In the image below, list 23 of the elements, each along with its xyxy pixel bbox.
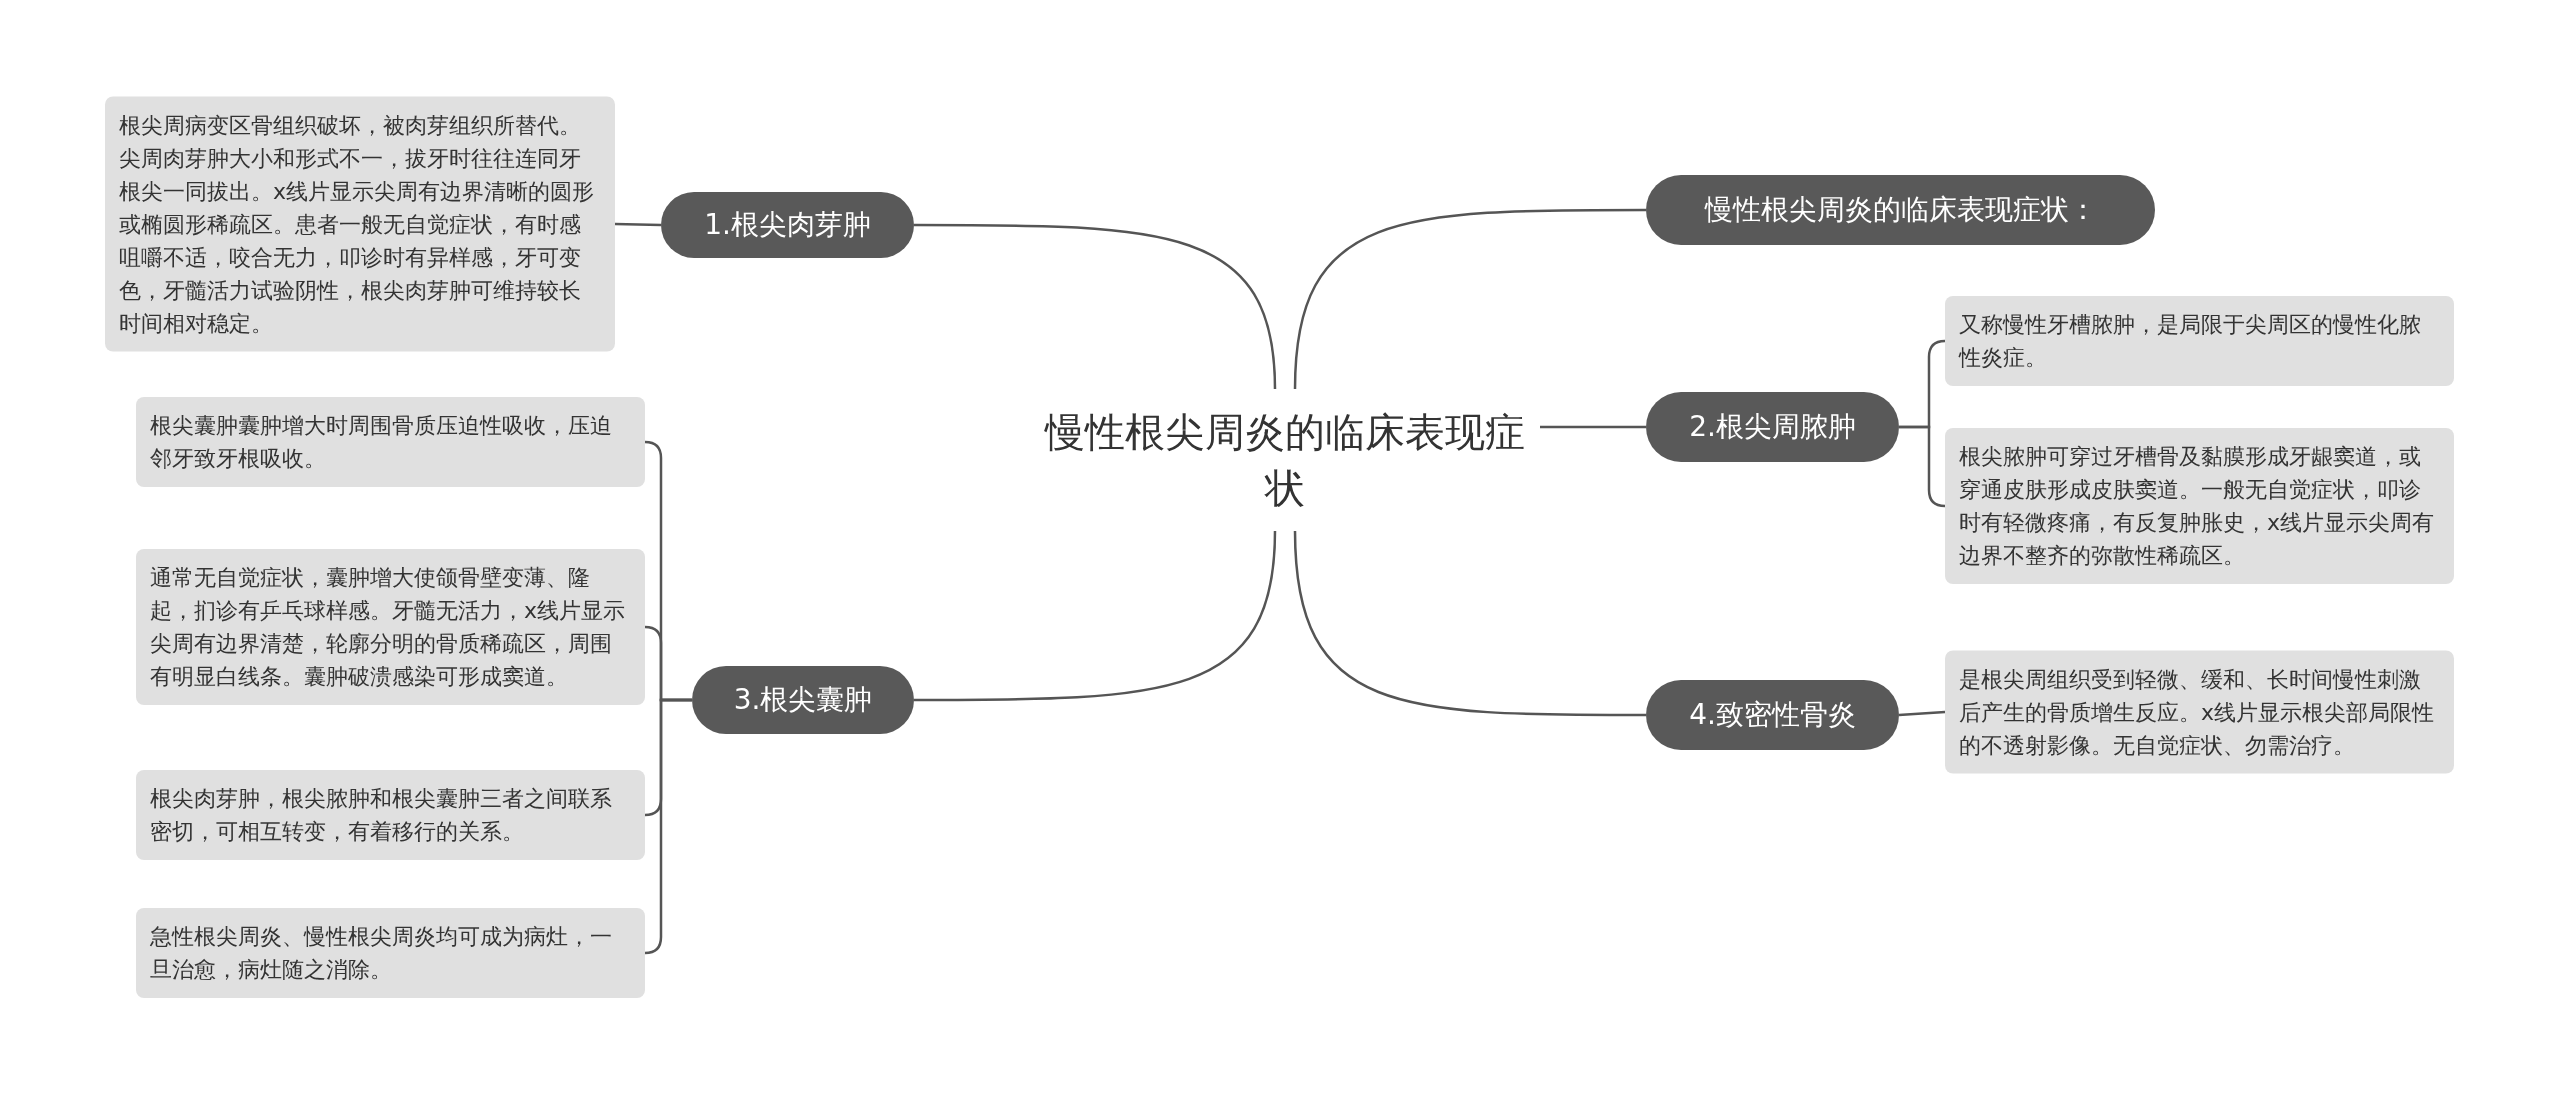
note-box: 是根尖周组织受到轻微、缓和、长时间慢性刺激后产生的骨质增生反应。x线片显示根尖部局限性的不透射影像。无自觉症状、勿需治疗。 <box>1945 650 2454 774</box>
note-box: 通常无自觉症状，囊肿增大使颌骨壁变薄、隆起，扪诊有乒乓球样感。牙髓无活力，x线片显示尖周有边界清楚，轮廓分明的骨质稀疏区，周围有明显白线条。囊肿破溃感染可形成窦道。 <box>136 549 645 705</box>
topic-box: 2.根尖周脓肿 <box>1646 392 1899 462</box>
note-box: 根尖周病变区骨组织破坏，被肉芽组织所替代。尖周肉芽肿大小和形式不一，拔牙时往往连同牙根尖一同拔出。x线片显示尖周有边界清晰的圆形或椭圆形稀疏区。患者一般无自觉症状，有时感咀嚼不适，咬合无力，叩诊时有异样感，牙可变色，牙髓活力试验阴性，根尖肉芽肿可维持较长时间相对稳定。 <box>105 96 615 352</box>
note-box: 急性根尖周炎、慢性根尖周炎均可成为病灶，一旦治愈，病灶随之消除。 <box>136 908 645 998</box>
connector-line <box>914 223 1277 390</box>
note-box: 根尖脓肿可穿过牙槽骨及黏膜形成牙龈窦道，或穿通皮肤形成皮肤窦道。一般无自觉症状，叩诊时有轻微疼痛，有反复肿胀史，x线片显示尖周有边界不整齐的弥散性稀疏区。 <box>1945 428 2454 584</box>
connector-line <box>1899 425 1946 508</box>
connector-line <box>1898 710 1946 717</box>
connector-line <box>614 222 662 227</box>
note-box: 又称慢性牙槽脓肿，是局限于尖周区的慢性化脓性炎症。 <box>1945 296 2454 386</box>
topic-box: 4.致密性骨炎 <box>1646 680 1899 750</box>
central-topic: 慢性根尖周炎的临床表现症状 <box>1040 404 1530 516</box>
note-box: 根尖囊肿囊肿增大时周围骨质压迫性吸收，压迫邻牙致牙根吸收。 <box>136 397 645 487</box>
connector-line <box>1293 530 1646 717</box>
topic-box: 3.根尖囊肿 <box>692 666 914 734</box>
topic-box: 慢性根尖周炎的临床表现症状： <box>1646 175 2155 245</box>
topic-box: 1.根尖肉芽肿 <box>661 192 914 258</box>
connector-line <box>1293 208 1646 390</box>
connector-line <box>914 530 1277 702</box>
connector-line <box>1540 425 1646 429</box>
connector-line <box>644 698 692 955</box>
note-box: 根尖肉芽肿，根尖脓肿和根尖囊肿三者之间联系密切，可相互转变，有着移行的关系。 <box>136 770 645 860</box>
